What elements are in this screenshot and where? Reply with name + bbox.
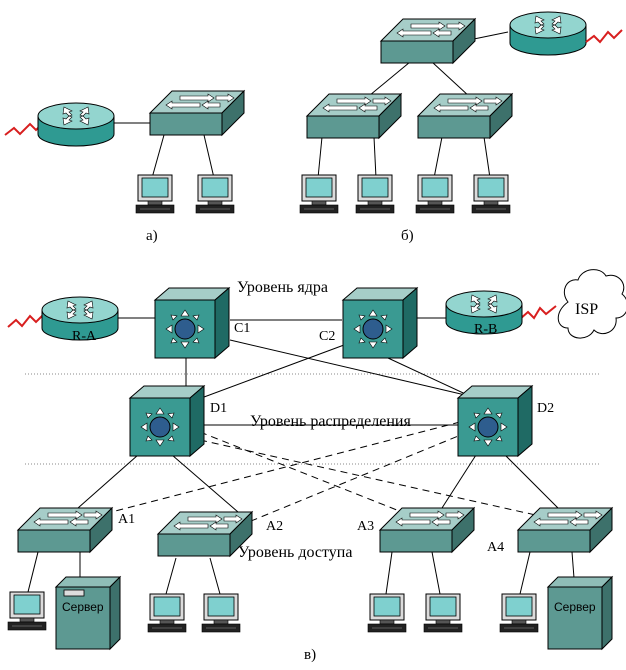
switch-label-c1: C1 xyxy=(234,321,251,336)
switch-label-a3: A3 xyxy=(357,519,375,534)
layer-label-access: Уровень доступа xyxy=(238,544,353,561)
isp-label: ISP xyxy=(575,301,599,318)
caption-b: б) xyxy=(401,228,414,244)
pc-icon xyxy=(147,593,187,633)
switch-icon xyxy=(306,93,402,139)
pc-icon xyxy=(7,591,47,631)
pc-icon xyxy=(195,174,235,214)
access-switch-a1-icon xyxy=(17,507,113,553)
switch-label-a4: A4 xyxy=(487,540,505,555)
core-switch-c1-icon xyxy=(154,287,230,359)
pc-icon xyxy=(135,174,175,214)
router-icon xyxy=(37,102,115,147)
isp-cloud-icon xyxy=(557,269,626,339)
access-switch-a3-icon xyxy=(379,507,475,553)
pc-icon xyxy=(201,593,241,633)
switch-icon xyxy=(417,93,513,139)
layer-label-core: Уровень ядра xyxy=(237,279,328,296)
switch-icon xyxy=(380,18,476,64)
server-label-1: Сервер xyxy=(62,600,104,614)
router-icon xyxy=(509,11,587,56)
pc-icon xyxy=(415,174,455,214)
layer-label-distribution: Уровень распределения xyxy=(250,413,411,430)
pc-icon xyxy=(367,593,407,633)
switch-label-a2: A2 xyxy=(266,519,284,534)
core-switch-c2-icon xyxy=(342,287,418,359)
switch-label-d1: D1 xyxy=(210,401,228,416)
pc-icon xyxy=(299,174,339,214)
caption-c: в) xyxy=(304,647,317,663)
switch-label-a1: A1 xyxy=(118,512,136,527)
distribution-switch-d1-icon xyxy=(129,385,205,457)
diagram-c xyxy=(7,269,626,650)
distribution-switch-d2-icon xyxy=(457,385,533,457)
switch-icon xyxy=(149,90,245,136)
pc-icon xyxy=(423,593,463,633)
pc-icon xyxy=(499,593,539,633)
caption-a: а) xyxy=(146,228,158,244)
pc-icon xyxy=(355,174,395,214)
switch-label-d2: D2 xyxy=(537,401,555,416)
diagram-b xyxy=(299,11,623,214)
server-label-2: Сервер xyxy=(554,600,596,614)
router-label-rb: R-B xyxy=(474,322,498,337)
router-label-ra: R-A xyxy=(72,329,97,344)
diagram-a xyxy=(4,90,245,214)
switch-label-c2: C2 xyxy=(319,329,336,344)
pc-icon xyxy=(471,174,511,214)
